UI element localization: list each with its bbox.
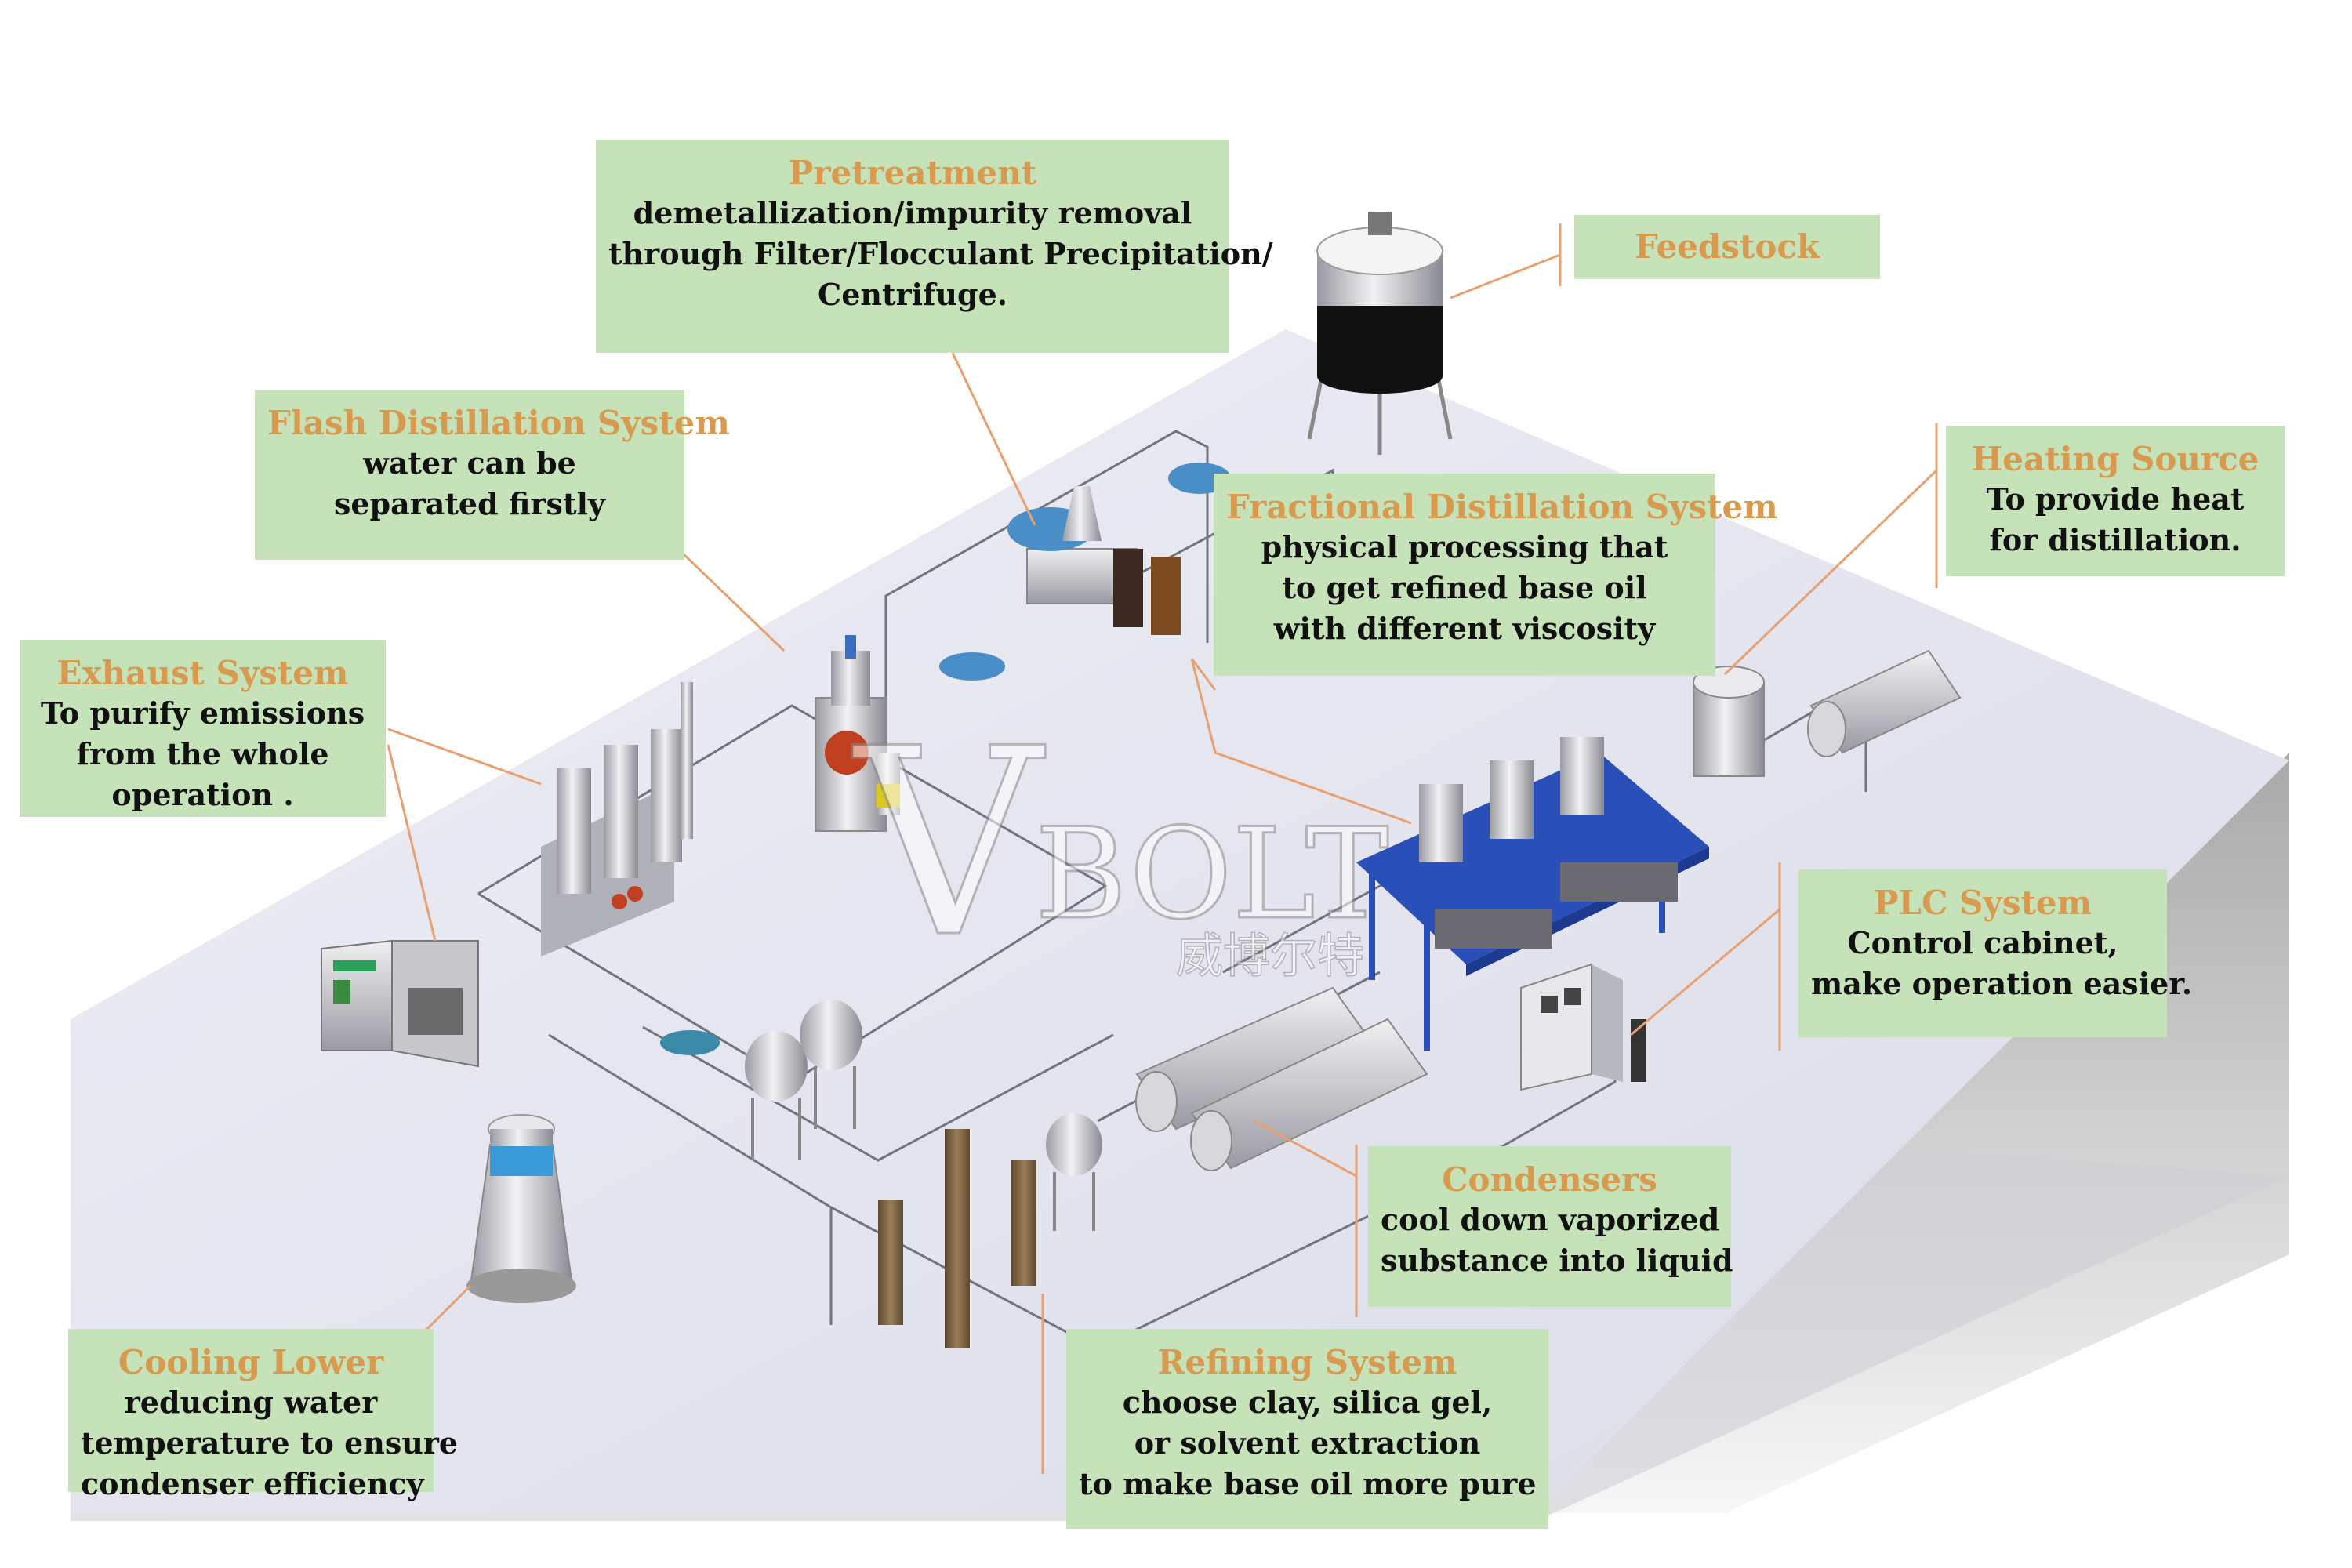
fractional-distillation-platform [1356,737,1709,1051]
leader-condensers-2 [1254,1120,1357,1178]
exhaust-title: Exhaust System [56,654,349,692]
leader-fractional [1190,658,1217,691]
condensers-callout: Condensers cool down vaporized substance… [1368,1146,1733,1307]
pretreatment-title: Pretreatment [788,154,1037,192]
leader-heating-2 [1723,469,1938,676]
flash-distillation-column [815,635,900,832]
watermark-brand: BOLT [1035,800,1389,947]
cooling-line-3: condenser efficiency [81,1466,424,1501]
leader-flash [681,551,786,652]
exhaust-line-3: operation . [111,777,294,812]
refining-columns [878,1129,1036,1348]
floor-platform [71,329,2289,1521]
pretreatment-callout: Pretreatment demetallization/impurity re… [596,140,1273,353]
refining-line-3: to make base oil more pure [1079,1466,1537,1501]
exhaust-cabinet [321,939,479,1068]
leader-exhaust [387,728,542,786]
pretreatment-skid [939,463,1231,681]
plc-line-2: make operation easier. [1811,966,2193,1001]
heating-source-callout: Heating Source To provide heat for disti… [1946,426,2285,576]
heating-line-2: for distillation. [1989,522,2241,557]
pretreatment-line-2: through Filter/Flocculant Precipitation/ [608,236,1273,271]
plc-line-1: Control cabinet, [1847,925,2118,960]
fractional-title: Fractional Distillation System [1226,488,1778,526]
watermark-chinese: 威博尔特 [1176,929,1364,984]
flash-line-2: separated firstly [333,486,606,521]
small-reactors [660,1000,1102,1231]
flash-title: Flash Distillation System [267,404,730,442]
exhaust-line-2: from the whole [76,736,329,771]
leader-pretreatment [951,352,1036,526]
fractional-line-1: physical processing that [1261,529,1668,564]
pretreatment-line-1: demetallization/impurity removal [633,195,1192,230]
exhaust-line-1: To purify emissions [40,695,365,731]
refining-line-2: or solvent extraction [1134,1425,1481,1461]
cooling-line-2: temperature to ensure [81,1425,459,1461]
cooling-tower-callout: Cooling Lower reducing water temperature… [68,1329,459,1501]
fractional-line-3: with different viscosity [1273,611,1656,646]
refining-line-1: choose clay, silica gel, [1122,1385,1493,1420]
condensers-line-1: cool down vaporized [1381,1202,1720,1237]
leader-plc-2 [1630,908,1780,1036]
plc-title: PLC System [1873,884,2092,922]
feedstock-callout: Feedstock [1574,215,1880,279]
leader-fractional-2 [1190,658,1412,825]
flash-line-1: water can be [363,445,576,481]
pretreatment-line-3: Centrifuge. [817,277,1007,312]
vbolt-watermark: V BOLT 威博尔特 [849,692,1390,996]
fractional-line-2: to get refined base oil [1282,570,1647,605]
condensers-title: Condensers [1442,1160,1657,1199]
heating-title: Heating Source [1971,440,2259,478]
cooling-title: Cooling Lower [118,1343,384,1381]
heating-line-1: To provide heat [1986,481,2245,517]
plc-system-callout: PLC System Control cabinet, make operati… [1798,869,2193,1037]
cooling-line-1: reducing water [124,1385,378,1420]
condensers [1135,986,1428,1171]
condensers-line-2: substance into liquid [1381,1243,1733,1278]
refining-title: Refining System [1157,1343,1457,1381]
exhaust-system-callout: Exhaust System To purify emissions from … [20,640,386,817]
feedstock-tank [1307,212,1453,455]
heating-source-unit [1693,649,1962,777]
plc-cabinet [1520,963,1646,1091]
leader-feedstock-2 [1450,253,1561,299]
refining-system-callout: Refining System choose clay, silica gel,… [1066,1329,1548,1529]
feedstock-title: Feedstock [1634,227,1820,266]
fractional-distillation-callout: Fractional Distillation System physical … [1214,474,1778,676]
flash-distillation-callout: Flash Distillation System water can be s… [255,390,730,560]
exhaust-scrubber [541,682,693,956]
cooling-tower [466,1114,576,1303]
leader-exhaust-2 [387,744,437,942]
watermark-v: V [851,693,1049,994]
